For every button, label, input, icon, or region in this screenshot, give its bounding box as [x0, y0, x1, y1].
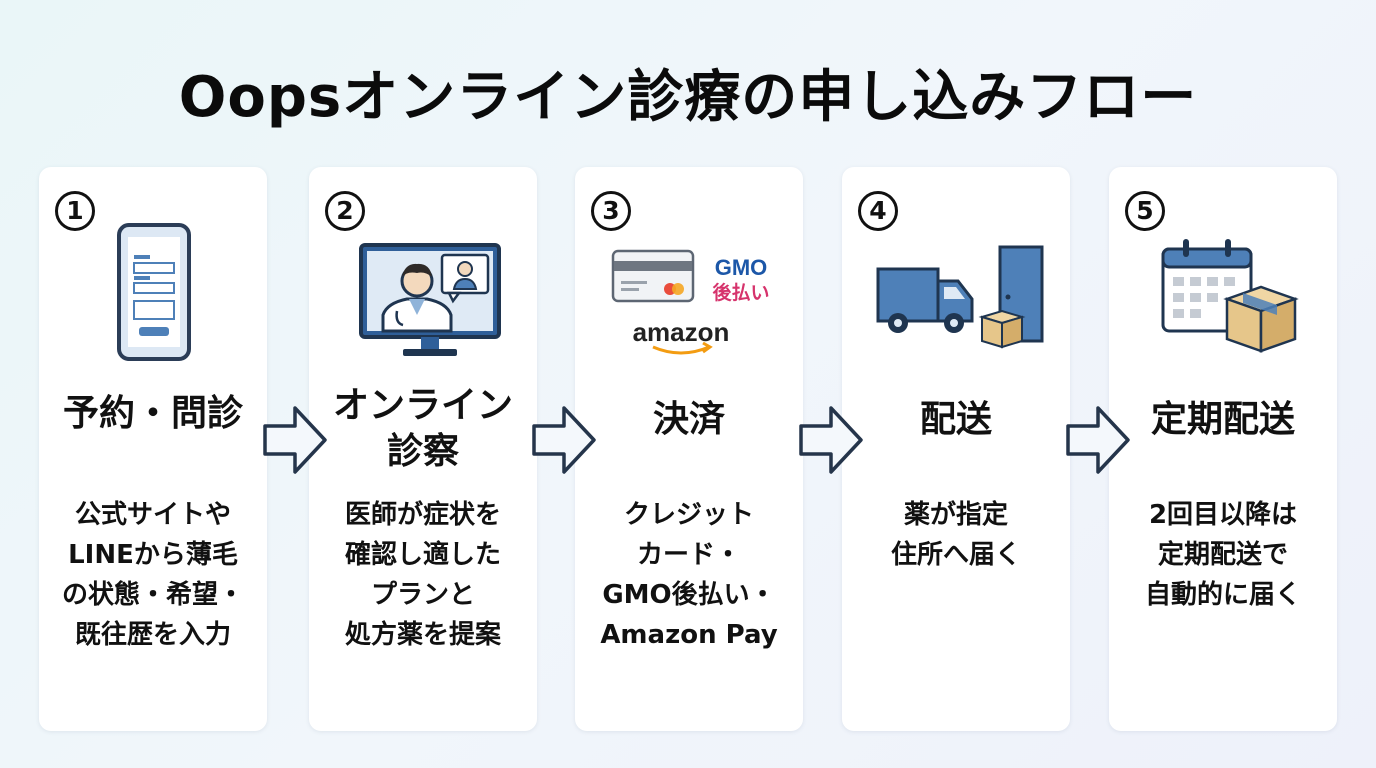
flow-arrow-icon	[263, 406, 327, 474]
page-title: Oopsオンライン診療の申し込みフロー	[178, 65, 1198, 130]
step-number: 2	[325, 191, 365, 231]
flow-arrow-icon	[532, 406, 596, 474]
step-card-consultation: 2 オンライン 診察 医師が症状を 確認し適した プランと 処方薬を提案	[309, 167, 537, 731]
flow-arrow-icon	[799, 406, 863, 474]
video-consultation-icon	[359, 243, 501, 356]
step-description: 公式サイトや LINEから薄毛 の状態・希望・ 既往歴を入力	[61, 500, 244, 650]
step-description: 薬が指定 住所へ届く	[890, 500, 1021, 570]
step-number: 1	[55, 191, 95, 231]
smartphone-form-icon	[117, 223, 191, 361]
step-card-reservation: 1 予約・問診 公式サイトや LINEから薄毛 の状態・希望・ 既往歴を入力	[39, 167, 267, 731]
step-description: 2回目以降は 定期配送で 自動的に届く	[1144, 500, 1301, 610]
step-title: 予約・問診	[62, 393, 243, 434]
step-number: 5	[1125, 191, 1165, 231]
amazon-logo: amazon	[633, 317, 730, 347]
gmo-later-payment-logo: 後払い	[712, 281, 769, 304]
flow-arrow-icon	[1066, 406, 1130, 474]
payment-logos-icon: GMO 後払い amazon	[611, 249, 770, 355]
step-title: オンライン 診察	[332, 385, 513, 472]
step-title: 決済	[652, 399, 725, 440]
step-card-delivery: 4 配送 薬が指定 住所へ届く	[842, 167, 1070, 731]
step-description: 医師が症状を 確認し適した プランと 処方薬を提案	[344, 500, 501, 650]
credit-card-icon	[611, 249, 695, 303]
step-number: 4	[858, 191, 898, 231]
gmo-logo: GMO	[715, 255, 768, 280]
step-number: 3	[591, 191, 631, 231]
step-description: クレジット カード・ GMO後払い・ Amazon Pay	[600, 500, 778, 650]
delivery-truck-door-icon	[876, 245, 1044, 349]
step-title: 定期配送	[1150, 399, 1295, 440]
step-card-subscription: 5 定期配送 2回目以降は 定期配送で 自動的に届く	[1109, 167, 1337, 731]
step-card-payment: 3 GMO 後払い amazon 決済 クレジット カード・ GMO後払い・ A…	[575, 167, 803, 731]
step-title: 配送	[919, 399, 992, 440]
calendar-box-icon	[1161, 239, 1299, 353]
